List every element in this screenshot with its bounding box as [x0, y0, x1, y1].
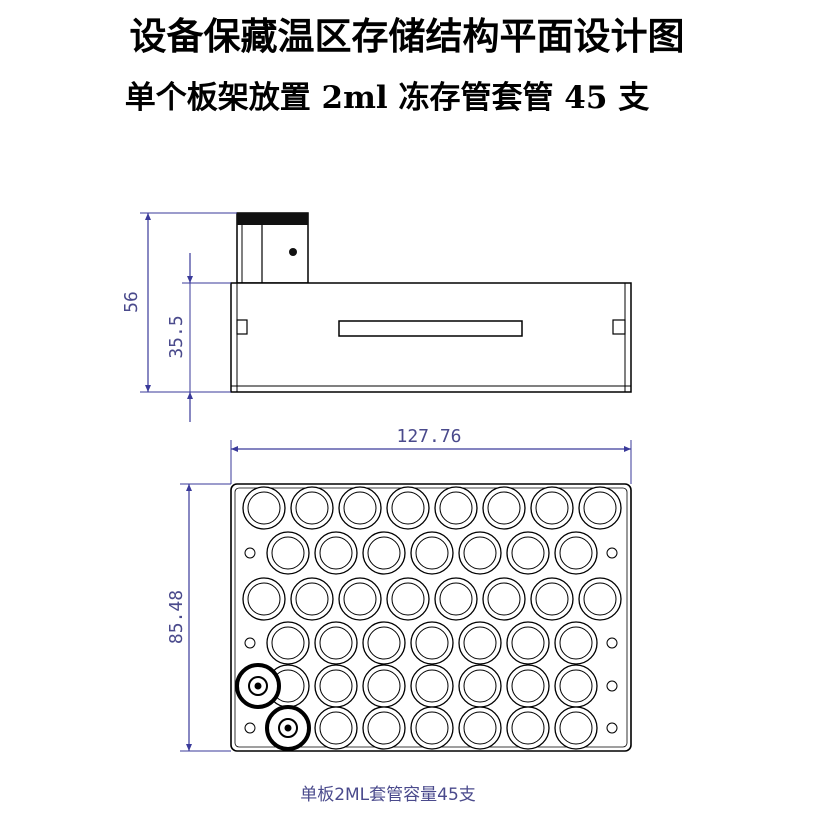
tube-well-inner	[295, 582, 329, 616]
tube-well-inner	[511, 626, 545, 660]
page-subtitle: 单个板架放置 2ml 冻存管套管 45 支	[124, 80, 650, 116]
positioning-pin-center	[284, 724, 292, 732]
tube-well-inner	[463, 536, 497, 570]
edge-notch	[244, 637, 256, 649]
tube-well-inner	[559, 536, 593, 570]
tube-well-inner	[295, 491, 329, 525]
tube-well-inner	[487, 582, 521, 616]
rack-body	[230, 282, 632, 393]
label-slot	[338, 320, 523, 337]
dimension-label-width: 127.76	[396, 426, 461, 447]
tube-well-inner	[415, 626, 449, 660]
dimension-width: 127.76	[230, 426, 632, 484]
tube-well-inner	[511, 669, 545, 703]
tube-grid	[235, 486, 622, 751]
tube-well-inner	[511, 536, 545, 570]
edge-notch	[606, 680, 618, 692]
tube-well-inner	[271, 626, 305, 660]
tube-well-inner	[415, 669, 449, 703]
dimension-label-body-height: 35.5	[166, 315, 187, 358]
tube-well-inner	[343, 491, 377, 525]
tube-well-inner	[415, 536, 449, 570]
edge-notch	[606, 637, 618, 649]
tube-well-inner	[439, 491, 473, 525]
tube-well-inner	[559, 711, 593, 745]
plan-view: 127.76 85.48 单板2ML套管容量45支	[166, 426, 632, 805]
tube-well-inner	[319, 711, 353, 745]
handle-screw-icon	[289, 248, 297, 256]
edge-notch	[244, 547, 256, 559]
rack-handle	[236, 212, 309, 284]
tube-well-inner	[535, 491, 569, 525]
edge-notch	[606, 547, 618, 559]
positioning-pin-center	[254, 682, 262, 690]
tube-well-inner	[511, 711, 545, 745]
tube-well-inner	[559, 626, 593, 660]
tube-well-inner	[247, 582, 281, 616]
dimension-total-height: 56	[121, 212, 237, 393]
tube-well-inner	[319, 669, 353, 703]
dimension-label-depth: 85.48	[166, 590, 187, 644]
tube-well-inner	[463, 669, 497, 703]
tube-well-inner	[415, 711, 449, 745]
dimension-body-height: 35.5	[166, 253, 231, 422]
page-title: 设备保藏温区存储结构平面设计图	[129, 14, 685, 58]
dimension-depth: 85.48	[166, 483, 231, 752]
tube-well-inner	[535, 582, 569, 616]
tube-well-inner	[439, 582, 473, 616]
tube-well-inner	[583, 582, 617, 616]
tube-well-inner	[391, 491, 425, 525]
tube-well-inner	[391, 582, 425, 616]
capacity-caption: 单板2ML套管容量45支	[300, 785, 476, 805]
tube-well-inner	[367, 536, 401, 570]
tube-well-inner	[583, 491, 617, 525]
tube-well-inner	[319, 626, 353, 660]
side-view: 56 35.5	[121, 212, 632, 422]
tube-well-inner	[319, 536, 353, 570]
tube-well-inner	[487, 491, 521, 525]
tube-well-inner	[463, 711, 497, 745]
tube-well-inner	[367, 669, 401, 703]
edge-notch	[606, 722, 618, 734]
tube-well-inner	[271, 536, 305, 570]
tube-well-inner	[559, 669, 593, 703]
tube-well-inner	[367, 711, 401, 745]
tube-well-inner	[343, 582, 377, 616]
dimension-label-total-height: 56	[121, 291, 142, 313]
edge-notch	[244, 722, 256, 734]
tube-well-inner	[367, 626, 401, 660]
tube-well-inner	[247, 491, 281, 525]
tube-well-inner	[463, 626, 497, 660]
